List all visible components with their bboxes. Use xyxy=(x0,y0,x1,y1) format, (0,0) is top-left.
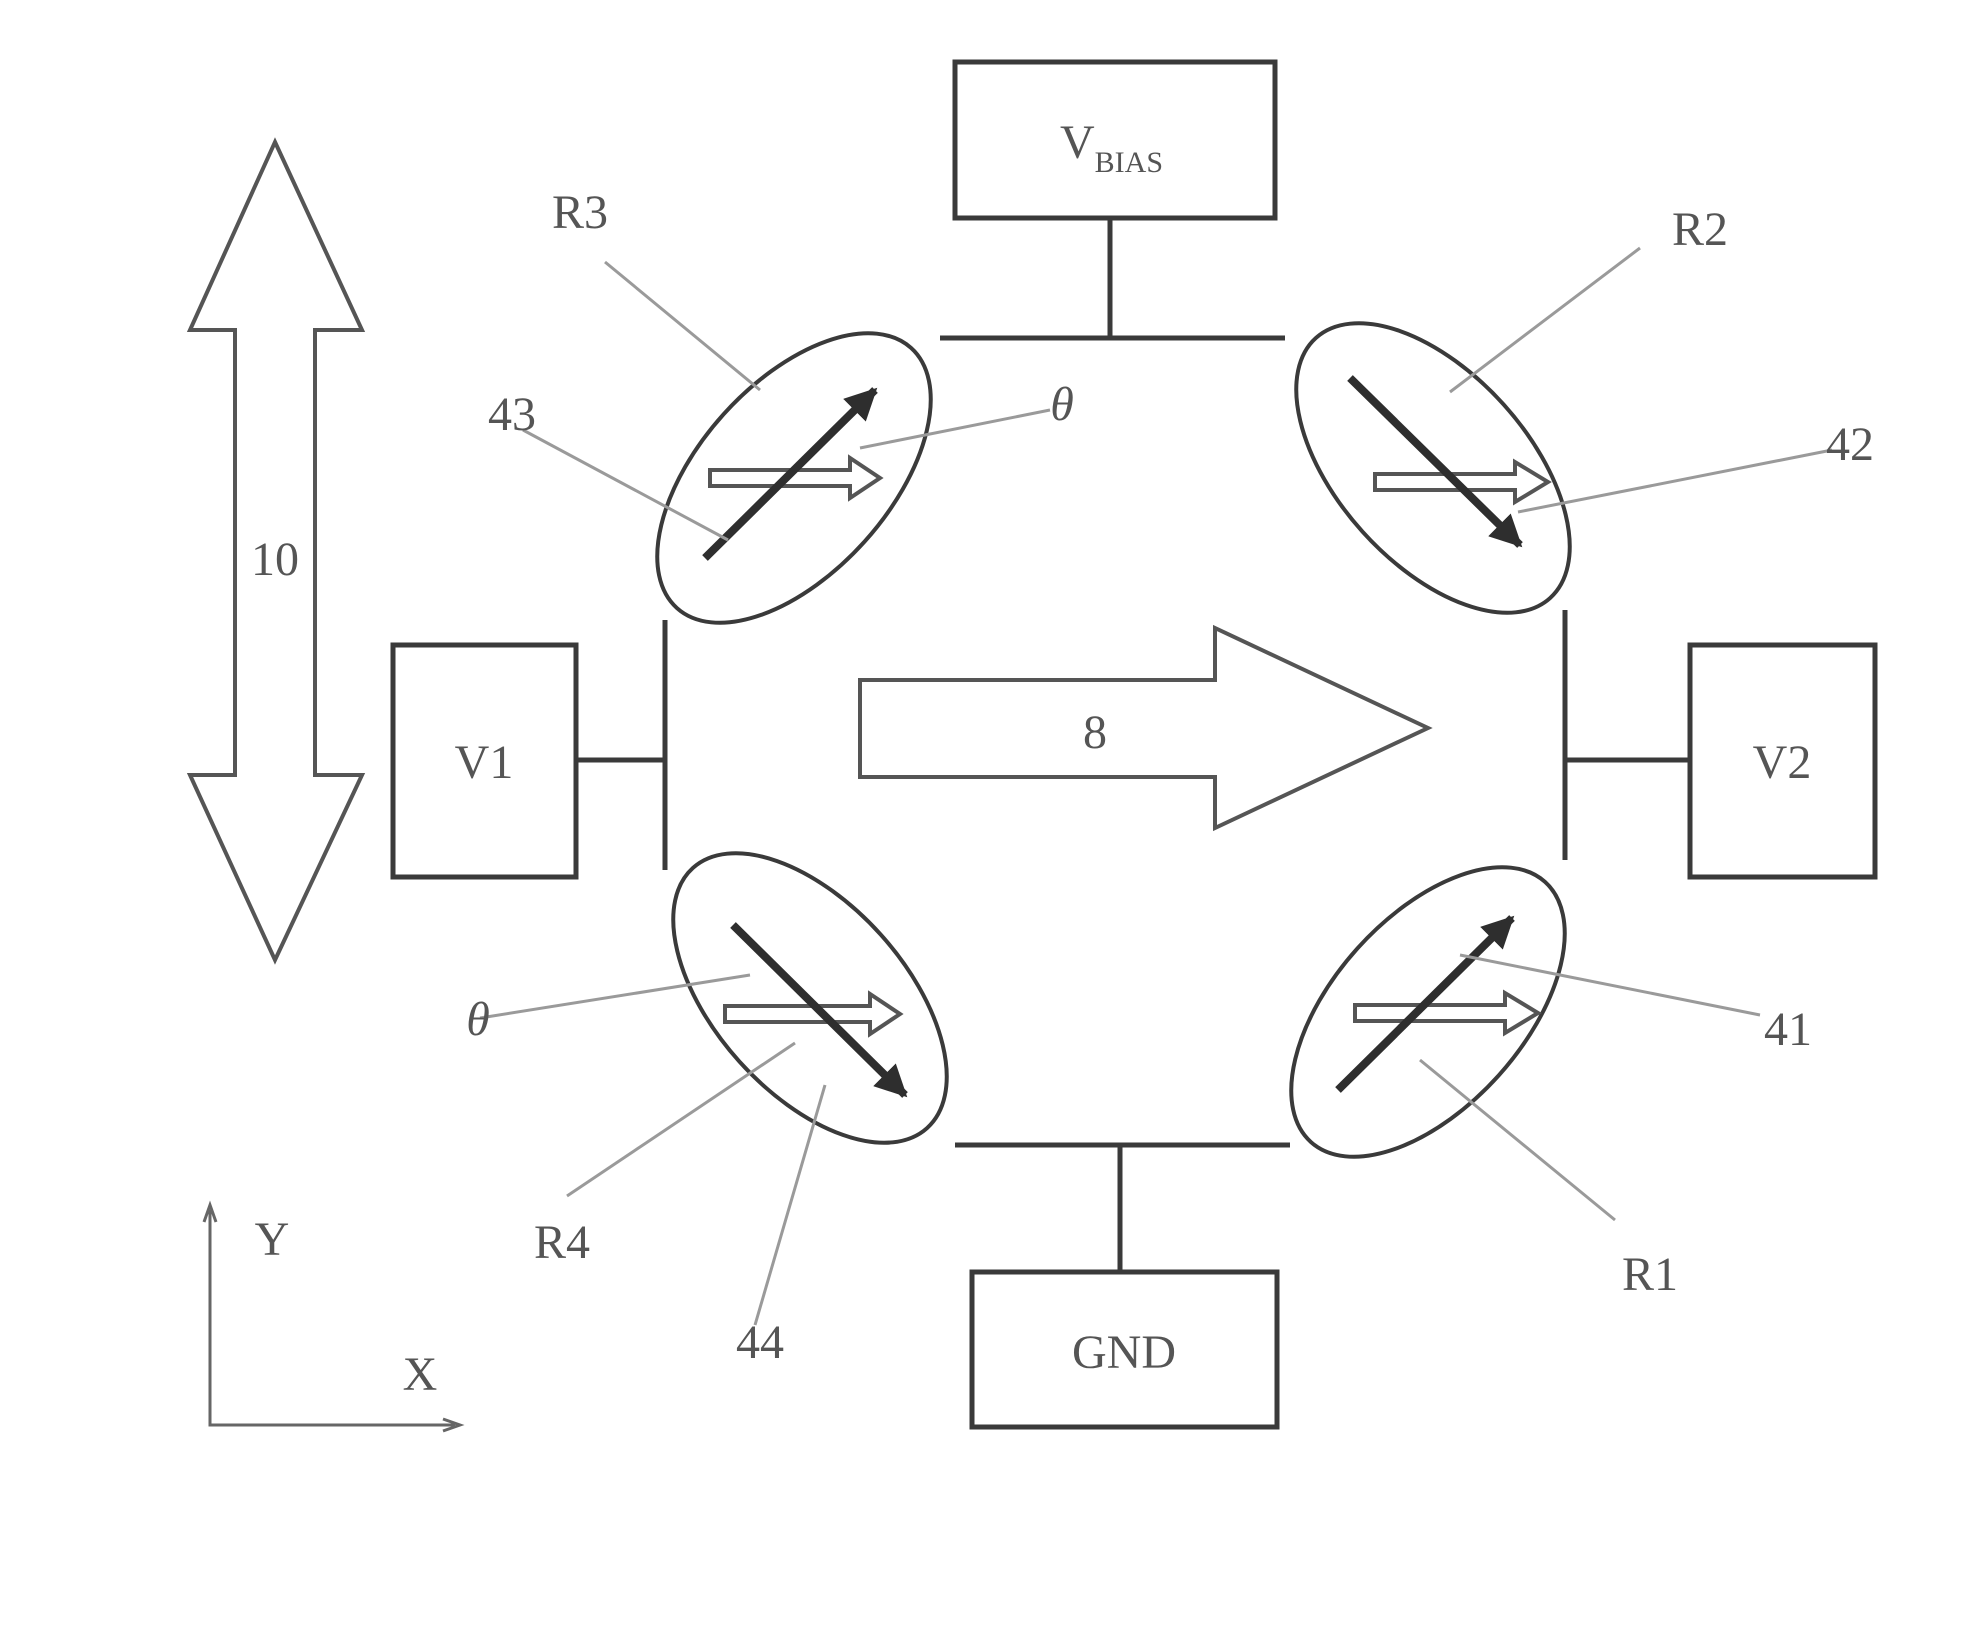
vbias-label: V xyxy=(1060,116,1095,169)
label-theta-bottom: θ xyxy=(466,993,490,1046)
leader-42 xyxy=(1518,450,1832,512)
field-arrow-8: 8 xyxy=(860,628,1428,828)
label-r1: R1 xyxy=(1622,1248,1678,1301)
resistor-r2 xyxy=(1245,274,1620,661)
label-r4: R4 xyxy=(534,1216,590,1269)
label-41: 41 xyxy=(1764,1003,1812,1056)
leader-r3 xyxy=(605,262,760,390)
axis-y-label: Y xyxy=(255,1213,290,1266)
leader-r4 xyxy=(567,1043,795,1196)
vbias-box: VBIAS xyxy=(955,62,1275,218)
leader-r1 xyxy=(1420,1060,1615,1220)
label-43: 43 xyxy=(488,388,536,441)
resistor-r1 xyxy=(1240,818,1615,1205)
vbias-subscript: BIAS xyxy=(1095,146,1163,179)
label-theta-top: θ xyxy=(1050,378,1074,431)
magnetization-arrow-42 xyxy=(1350,378,1520,545)
leader-theta-bottom xyxy=(480,975,750,1018)
coordinate-axes: Y X xyxy=(204,1205,460,1431)
v1-label: V1 xyxy=(455,736,514,789)
label-42: 42 xyxy=(1826,418,1874,471)
v2-label: V2 xyxy=(1753,736,1812,789)
leader-r2 xyxy=(1450,248,1640,392)
label-10: 10 xyxy=(251,533,299,586)
gnd-box: GND xyxy=(972,1272,1277,1427)
axis-x-label: X xyxy=(403,1348,438,1401)
resistor-r3 xyxy=(606,284,981,671)
pinned-arrow-r1 xyxy=(1355,993,1538,1033)
gnd-label: GND xyxy=(1072,1326,1176,1379)
v2-box: V2 xyxy=(1690,645,1875,877)
v1-box: V1 xyxy=(393,645,576,877)
leader-lines xyxy=(480,248,1832,1325)
label-r2: R2 xyxy=(1672,203,1728,256)
label-44: 44 xyxy=(736,1316,784,1369)
leader-theta-top xyxy=(860,410,1050,448)
leader-44 xyxy=(755,1085,825,1325)
label-r3: R3 xyxy=(552,186,608,239)
double-arrow-10: 10 xyxy=(190,142,362,960)
label-8: 8 xyxy=(1083,706,1107,759)
